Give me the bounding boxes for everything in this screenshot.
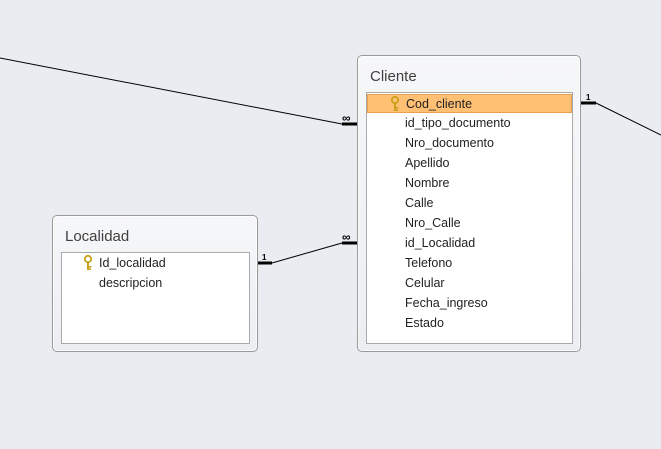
- many-symbol-offscreen-cliente: ∞: [342, 111, 351, 125]
- field-name: Telefono: [405, 256, 453, 270]
- field-row[interactable]: Cod_cliente: [367, 94, 572, 113]
- field-row[interactable]: Telefono: [367, 254, 572, 273]
- field-row[interactable]: descripcion: [62, 274, 249, 293]
- one-symbol-cliente-offscreen: 1: [586, 93, 591, 102]
- field-row[interactable]: Apellido: [367, 154, 572, 173]
- field-name: Fecha_ingreso: [405, 296, 488, 310]
- relationship-line-offscreen-cliente[interactable]: [0, 57, 343, 125]
- many-symbol-cliente-localidad: ∞: [342, 230, 351, 244]
- key-icon: [390, 95, 400, 112]
- field-name: Celular: [405, 276, 445, 290]
- table-localidad[interactable]: Localidad Id_localidad descripcion: [52, 215, 258, 352]
- field-name: Nro_documento: [405, 136, 494, 150]
- field-name: id_Localidad: [405, 236, 476, 250]
- field-row[interactable]: Estado: [367, 314, 572, 333]
- field-name: Apellido: [405, 156, 450, 170]
- field-name: Nombre: [405, 176, 450, 190]
- field-row[interactable]: Celular: [367, 274, 572, 293]
- field-row[interactable]: id_Localidad: [367, 234, 572, 253]
- table-title-cliente[interactable]: Cliente: [370, 68, 417, 85]
- field-row[interactable]: id_tipo_documento: [367, 114, 572, 133]
- field-list-localidad[interactable]: Id_localidad descripcion: [61, 252, 250, 344]
- relationship-line-cliente-offscreen[interactable]: [595, 102, 661, 136]
- relationship-line-localidad-cliente[interactable]: [271, 242, 343, 264]
- field-row[interactable]: Fecha_ingreso: [367, 294, 572, 313]
- field-name: Id_localidad: [99, 256, 166, 270]
- field-name: Nro_Calle: [405, 216, 461, 230]
- field-name: descripcion: [99, 276, 163, 290]
- one-symbol-localidad: 1: [262, 253, 267, 262]
- field-name: Calle: [405, 196, 434, 210]
- table-title-localidad[interactable]: Localidad: [65, 228, 130, 245]
- field-name: Estado: [405, 316, 444, 330]
- key-icon: [83, 254, 93, 271]
- field-row[interactable]: Nro_Calle: [367, 214, 572, 233]
- field-name: id_tipo_documento: [405, 116, 511, 130]
- field-row[interactable]: Calle: [367, 194, 572, 213]
- field-name: Cod_cliente: [406, 97, 473, 111]
- field-row[interactable]: Id_localidad: [62, 254, 249, 273]
- field-row[interactable]: Nombre: [367, 174, 572, 193]
- field-row[interactable]: Nro_documento: [367, 134, 572, 153]
